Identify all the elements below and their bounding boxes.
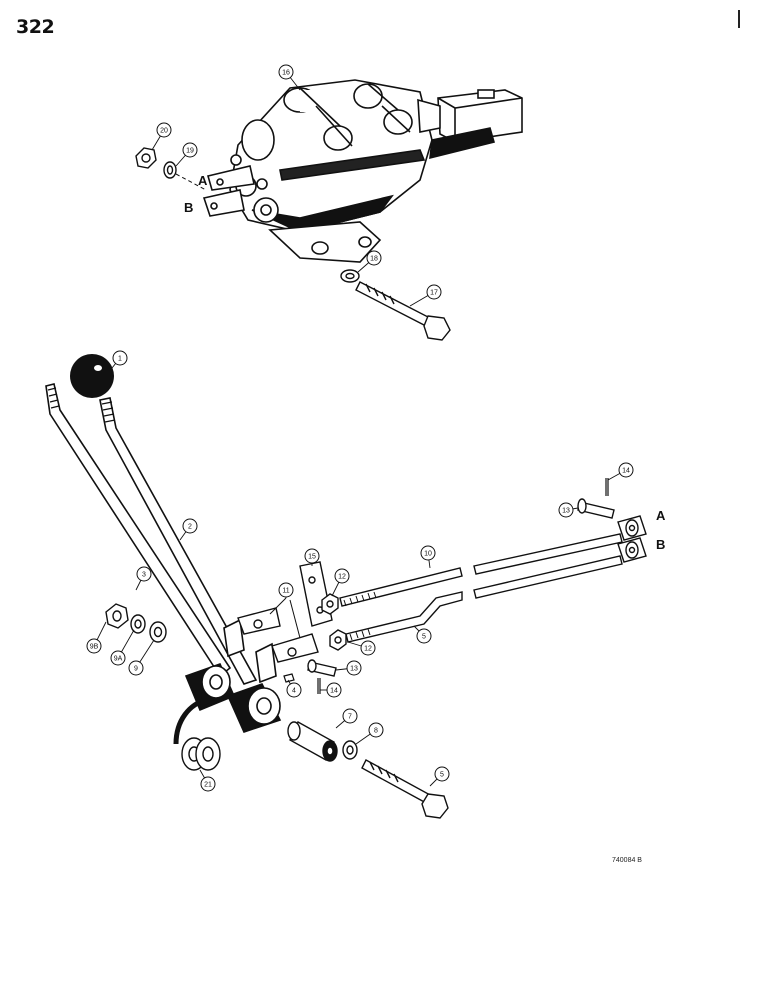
callout-label: 13 [350,666,358,673]
washer-8 [342,740,358,760]
nut-12-lower [329,629,347,651]
callout-valve-19: 19 [175,142,198,167]
callout-lever-13: 13 [558,502,579,518]
washer-21 [181,737,221,771]
callout-lever-11: 11 [278,582,294,598]
valve-label-a: A [198,173,208,188]
callout-lever-9A: 9A [110,629,135,666]
callout-lever-2: 2 [179,518,198,541]
rod-10 [339,533,623,607]
callout-leader-11b [289,599,301,639]
callout-lever-8: 8 [355,722,384,745]
callout-valve-20: 20 [151,122,172,151]
callout-label: 14 [622,468,630,475]
nut-12-upper [321,593,339,615]
callout-lever-5: 5 [429,766,450,787]
plate-15 [299,561,333,627]
callout-lever-9B: 9B [86,621,107,654]
rod-end-clevis-b [617,537,647,563]
pin-13-right [577,498,615,519]
callout-label: 3 [142,572,146,579]
callout-label: 7 [348,714,352,721]
control-valve [202,79,523,263]
callout-label: 21 [204,782,212,789]
callout-label: 1 [118,356,122,363]
callout-label: 9 [134,666,138,673]
valve-bolt-17 [355,281,451,341]
cotter-14-right [605,478,609,496]
callout-lever-14: 14 [607,462,634,481]
callout-valve-16: 16 [278,64,301,91]
callout-label: 19 [186,148,194,155]
callout-label: 15 [308,554,316,561]
corner-mark [738,10,740,28]
callout-label: 9A [114,656,123,663]
callout-label: 5 [422,634,426,641]
callout-label: 2 [188,524,192,531]
callout-label: 20 [160,128,168,135]
valve-nut-20 [135,147,157,169]
cotter-14-middle [317,678,321,694]
lever-label-b: B [656,537,665,552]
lever-hubs [184,618,282,733]
callout-lever-3: 3 [135,566,152,591]
lever-3 [45,383,232,678]
callout-lever-21: 21 [199,769,216,792]
assembly-arrowhead [200,692,214,708]
callout-label: 16 [282,70,290,77]
callout-label: 12 [364,646,372,653]
washer-9 [149,621,167,643]
key-4 [283,673,295,683]
callout-lever-14: 14 [320,682,342,698]
valve-centerline [175,173,207,191]
clevis-11-lower [271,633,319,663]
bolt-5-lower [361,759,449,819]
nut-9b [105,603,129,629]
pin-13-middle [307,659,337,677]
rod-end-clevis-a [617,515,647,541]
callout-lever-12: 12 [347,640,376,656]
callout-lever-13: 13 [335,660,362,676]
callout-lever-10: 10 [420,545,436,569]
rod-5-offset [345,555,623,643]
callout-label: 9B [90,644,99,651]
callout-label: 4 [292,688,296,695]
callout-lever-1: 1 [111,350,128,369]
sleeve-7 [287,721,338,762]
callout-lever-12: 12 [331,568,350,597]
callout-lever-7: 7 [335,708,358,729]
washer-9a [130,614,146,634]
clevis-11-upper [237,607,281,635]
callout-label: 14 [330,688,338,695]
callout-lever-15: 15 [304,548,320,566]
callout-label: 5 [440,772,444,779]
lever-2 [99,397,258,685]
callout-label: 10 [424,551,432,558]
page-number: 322 [16,16,55,38]
callout-label: 11 [282,588,289,595]
callout-leader-11 [269,597,287,615]
callout-label: 12 [338,574,346,581]
callout-valve-18: 18 [357,250,382,273]
callout-lever-5: 5 [413,625,432,644]
lever-label-a: A [656,508,666,523]
lever-knob-1 [70,354,114,398]
callout-lever-4: 4 [286,679,302,698]
valve-label-b: B [184,200,193,215]
callout-label: 8 [374,728,378,735]
callout-label: 18 [370,256,378,263]
valve-washer-19 [163,161,177,179]
figure-id: 740084 B [612,857,642,864]
callout-label: 17 [430,290,438,297]
valve-washer-18 [340,269,360,283]
callout-label: 13 [562,508,570,515]
callout-lever-9: 9 [128,639,155,676]
callout-valve-17: 17 [409,284,442,307]
